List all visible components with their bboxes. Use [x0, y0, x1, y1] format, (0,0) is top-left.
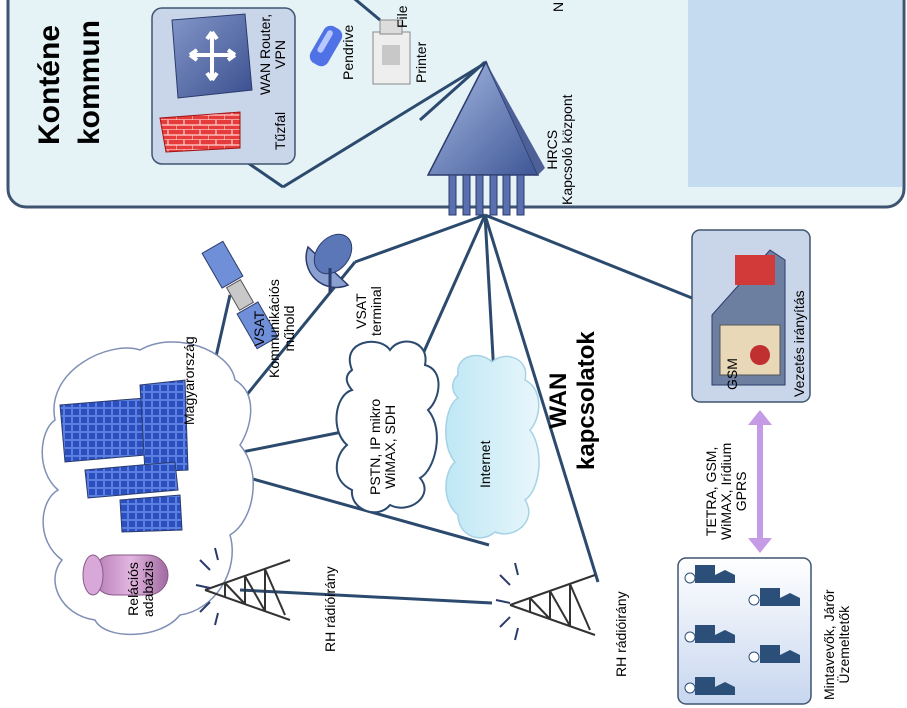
- rh-left-text: RH rádióirány: [322, 566, 338, 652]
- field-personnel-box: [677, 557, 812, 705]
- database-line2: adabázis: [140, 560, 156, 617]
- radio-tech-line1: TETRA, GSM,: [703, 446, 719, 537]
- database-line1: Relációs: [125, 562, 141, 616]
- printer-label: Printer: [413, 41, 429, 83]
- security-box: [151, 7, 296, 165]
- pstn-cloud-icon: [335, 340, 440, 514]
- satellite-line3: műhold: [281, 305, 297, 352]
- firewall-label: Tűzfal: [272, 111, 288, 150]
- command-text: Vezetés irányítás: [791, 290, 807, 397]
- wan-router-line2: VPN: [272, 40, 288, 69]
- pendrive-icon: [309, 25, 343, 67]
- container-title-line2: kommun: [73, 19, 106, 145]
- wireless-link-arrow: [748, 410, 772, 553]
- rh-right-text: RH rádióirány: [613, 591, 629, 677]
- pendrive-label: Pendrive: [340, 24, 356, 80]
- vsat-terminal-line2: terminal: [368, 286, 384, 336]
- radio-tech-label: TETRA, GSM, WiMAX, Irídium GPRS: [703, 442, 749, 540]
- pstn-line2: WiMAX, SDH: [382, 404, 398, 489]
- radio-tech-line2: WiMAX, Irídium: [718, 442, 734, 540]
- container-title: Konténe kommun: [30, 20, 110, 145]
- internet-text: Internet: [477, 440, 493, 488]
- wan-router-label: WAN Router, VPN: [257, 13, 288, 95]
- pendrive-text: Pendrive: [340, 24, 356, 80]
- building-icon: [59, 379, 189, 533]
- hrcs-line1: HRCS: [544, 129, 560, 170]
- internet-cloud-icon: [445, 354, 540, 539]
- rh-left-label: RH rádióirány: [322, 566, 338, 652]
- vsat-dish-icon: [305, 233, 353, 292]
- satellite-line2: Kommunikációs: [266, 279, 282, 378]
- printer-text: Printer: [413, 41, 429, 83]
- command-label: Vezetés irányítás: [791, 290, 807, 397]
- database-icon: [82, 554, 169, 596]
- pstn-label: PSTN, IP mikro WiMAX, SDH: [367, 398, 398, 495]
- pstn-line1: PSTN, IP mikro: [367, 398, 383, 495]
- hrcs-switch-icon: [426, 60, 545, 216]
- database-label: Relációs adabázis: [125, 560, 156, 617]
- firewall-text: Tűzfal: [272, 111, 288, 150]
- command-center-box: [691, 229, 811, 403]
- vsat-terminal-line1: VSAT: [353, 293, 369, 329]
- file-text: File: [394, 5, 410, 28]
- hrcs-label: HRCS Kapcsoló központ: [544, 94, 575, 205]
- gsm-text: GSM: [724, 358, 740, 390]
- vsat-terminal-label: VSAT terminal: [353, 286, 384, 336]
- field-line1: Mintavevők, Járőr: [821, 589, 837, 700]
- firewall-icon: [159, 111, 241, 153]
- satellite-line1: VSAT: [251, 310, 267, 347]
- container-title-line1: Konténe: [33, 25, 66, 145]
- cut-letter-label: N: [550, 1, 566, 12]
- rh-right-label: RH rádióirány: [613, 591, 629, 677]
- router-icon: [171, 13, 253, 99]
- radio-tower-right-icon: [495, 562, 596, 641]
- wan-title-line2: kapcsolatok: [573, 331, 600, 470]
- cut-letter-text: N: [550, 1, 566, 12]
- field-line2: Üzemeltetők: [836, 605, 852, 684]
- hrcs-line2: Kapcsoló központ: [559, 94, 575, 205]
- internet-label: Internet: [477, 440, 493, 488]
- magyarorszag-text: Magyarország: [181, 336, 197, 425]
- satellite-icon: [201, 240, 279, 350]
- wan-title-line1: WAN: [545, 372, 572, 429]
- field-label: Mintavevők, Járőr Üzemeltetők: [821, 589, 852, 700]
- magyarorszag-label: Magyarország: [181, 336, 197, 425]
- radio-tower-left-icon: [195, 547, 291, 626]
- printer-icon: [372, 19, 411, 85]
- wan-title: WAN kapcsolatok: [545, 331, 601, 470]
- file-label: File: [394, 5, 410, 28]
- gsm-label: GSM: [724, 358, 740, 390]
- satellite-label: VSAT Kommunikációs műhold: [251, 279, 297, 378]
- wan-router-line1: WAN Router,: [257, 13, 273, 95]
- radio-tech-line3: GPRS: [733, 471, 749, 512]
